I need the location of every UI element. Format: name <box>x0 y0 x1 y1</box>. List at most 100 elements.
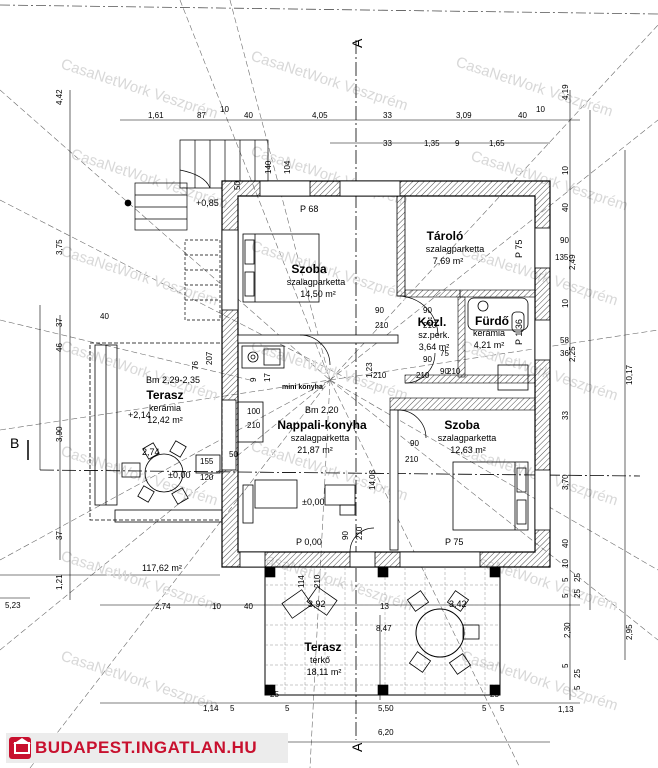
dimension-text: 40 <box>244 602 253 611</box>
room-terasz-w-name: Terasz <box>146 388 183 402</box>
room-nappali-name: Nappali-konyha <box>277 418 367 432</box>
room-szoba-1-floor: szalagparketta <box>287 277 346 287</box>
dimension-text: 210 <box>373 371 387 380</box>
room-terasz-w-h: 2,74 <box>142 447 160 457</box>
watermark-text: CasaNetWork Veszprém <box>249 143 410 210</box>
level-342: 3,42 <box>449 599 467 609</box>
room-szoba-2-area: 12,63 m² <box>450 445 486 455</box>
section-a-top: A <box>349 38 365 48</box>
dimension-text: 5 <box>500 704 505 713</box>
house-logo-icon <box>9 737 31 759</box>
dimension-text: 140 <box>264 160 273 174</box>
room-terasz-w-floor: kerámia <box>149 403 181 413</box>
dimension-text: 17 <box>263 373 272 382</box>
level-085: +0,85 <box>196 198 219 208</box>
dimension-text: 90 <box>423 306 432 315</box>
dimension-text: 75 <box>440 349 449 358</box>
dimension-text: 3,90 <box>55 426 64 442</box>
dimension-text: 13 <box>380 602 389 611</box>
dimension-text: 90 <box>341 531 350 540</box>
dimension-text: 210 <box>313 574 322 588</box>
dimension-text: 3,09 <box>456 111 472 120</box>
room-furdo-name: Fürdő <box>475 314 509 328</box>
dimension-text: 36 <box>560 349 569 358</box>
dimension-text: 1,35 <box>424 139 440 148</box>
dimension-text: 1,21 <box>55 574 64 590</box>
dimension-text: 33 <box>383 139 392 148</box>
dimension-text: 2,74 <box>155 602 171 611</box>
dimension-text: 4,19 <box>561 84 570 100</box>
dimension-text: 50 <box>229 450 238 459</box>
bed-1 <box>242 233 320 303</box>
dimension-text: 104 <box>283 160 292 174</box>
dimension-text: 210 <box>355 526 364 540</box>
dimension-text: 135 <box>555 253 569 262</box>
room-furdo-area: 4,21 m² <box>474 340 505 350</box>
level-392: 3,92 <box>308 599 326 609</box>
dimension-text: 10 <box>561 166 570 175</box>
dimension-text: 5,23 <box>5 601 21 610</box>
dimension-text: 1,13 <box>558 705 574 714</box>
dimension-text: 2,25 <box>568 346 577 362</box>
room-terasz-w-area: 12,42 m² <box>147 415 183 425</box>
dimension-text: 5 <box>573 685 582 690</box>
room-nappali-area: 21,87 m² <box>297 445 333 455</box>
site-logo: BUDAPEST.INGATLAN.HU <box>6 733 288 763</box>
dimension-text: 40 <box>561 539 570 548</box>
dimension-text: 25 <box>490 690 499 699</box>
dimension-text: 37 <box>55 318 64 327</box>
room-tarolo-area: 7,69 m² <box>433 256 464 266</box>
dimension-text: 120 <box>200 473 214 482</box>
dimension-text: 87 <box>197 111 206 120</box>
watermark-text: CasaNetWork Veszprém <box>59 338 220 405</box>
watermark-text: CasaNetWork Veszprém <box>59 56 220 123</box>
room-terasz-s-floor: térkő <box>310 655 330 665</box>
dimension-text: 25 <box>573 573 582 582</box>
section-marks: A A B <box>10 38 365 752</box>
dimension-text: 25 <box>270 690 279 699</box>
west-terrace <box>89 342 223 523</box>
dimension-text: 8,47 <box>376 624 392 633</box>
watermark-text: CasaNetWork Veszprém <box>59 548 220 615</box>
room-szoba-1-name: Szoba <box>291 262 327 276</box>
dimension-text: 40 <box>561 203 570 212</box>
south-terrace <box>264 566 501 696</box>
dimension-text: 90 <box>375 306 384 315</box>
logo-text: BUDAPEST.INGATLAN.HU <box>35 738 258 757</box>
room-terasz-s-area: 18,11 m² <box>307 667 342 677</box>
dimension-text: 46 <box>55 343 64 352</box>
kitchenette <box>241 345 285 369</box>
watermark-text: CasaNetWork Veszprém <box>59 243 220 310</box>
room-szoba-1-area: 14,50 m² <box>300 289 336 299</box>
dimension-text: 10,17 <box>625 364 634 385</box>
dimension-text: 10 <box>536 105 545 114</box>
dimension-text: 210 <box>405 455 419 464</box>
dimension-text: 210 <box>416 371 430 380</box>
dimension-text: 3,70 <box>561 474 570 490</box>
room-furdo-p: P 1,36 <box>514 319 524 345</box>
dimension-text: 33 <box>383 111 392 120</box>
mini-konyha-label: mini konyha <box>282 384 323 391</box>
room-nappali-p: P 0,00 <box>296 537 322 547</box>
room-terasz-w-level: ±0,00 <box>168 470 190 480</box>
dimension-text: 14,03 <box>368 469 377 490</box>
room-tarolo-floor: szalagparketta <box>426 244 485 254</box>
dimension-text: 1,61 <box>148 111 164 120</box>
dimension-text: 207 <box>205 351 214 365</box>
dimension-text: 25 <box>573 589 582 598</box>
dimension-text: 50 <box>233 181 242 190</box>
dimension-text: 114 <box>297 575 306 588</box>
room-nappali-level: ±0,00 <box>302 497 324 507</box>
dimension-text: 5 <box>561 593 570 598</box>
section-a-bottom: A <box>349 742 365 752</box>
dimension-text: 210 <box>447 367 461 376</box>
dimension-text: 40 <box>244 111 253 120</box>
dimension-text: 210 <box>423 321 437 330</box>
dimension-text: 40 <box>100 312 109 321</box>
dimension-text: 1,23 <box>365 362 374 378</box>
watermark-text: CasaNetWork Veszprém <box>454 54 615 121</box>
bed-2 <box>452 461 529 531</box>
bathtub <box>467 297 529 331</box>
dimension-text: 76 <box>191 361 200 370</box>
